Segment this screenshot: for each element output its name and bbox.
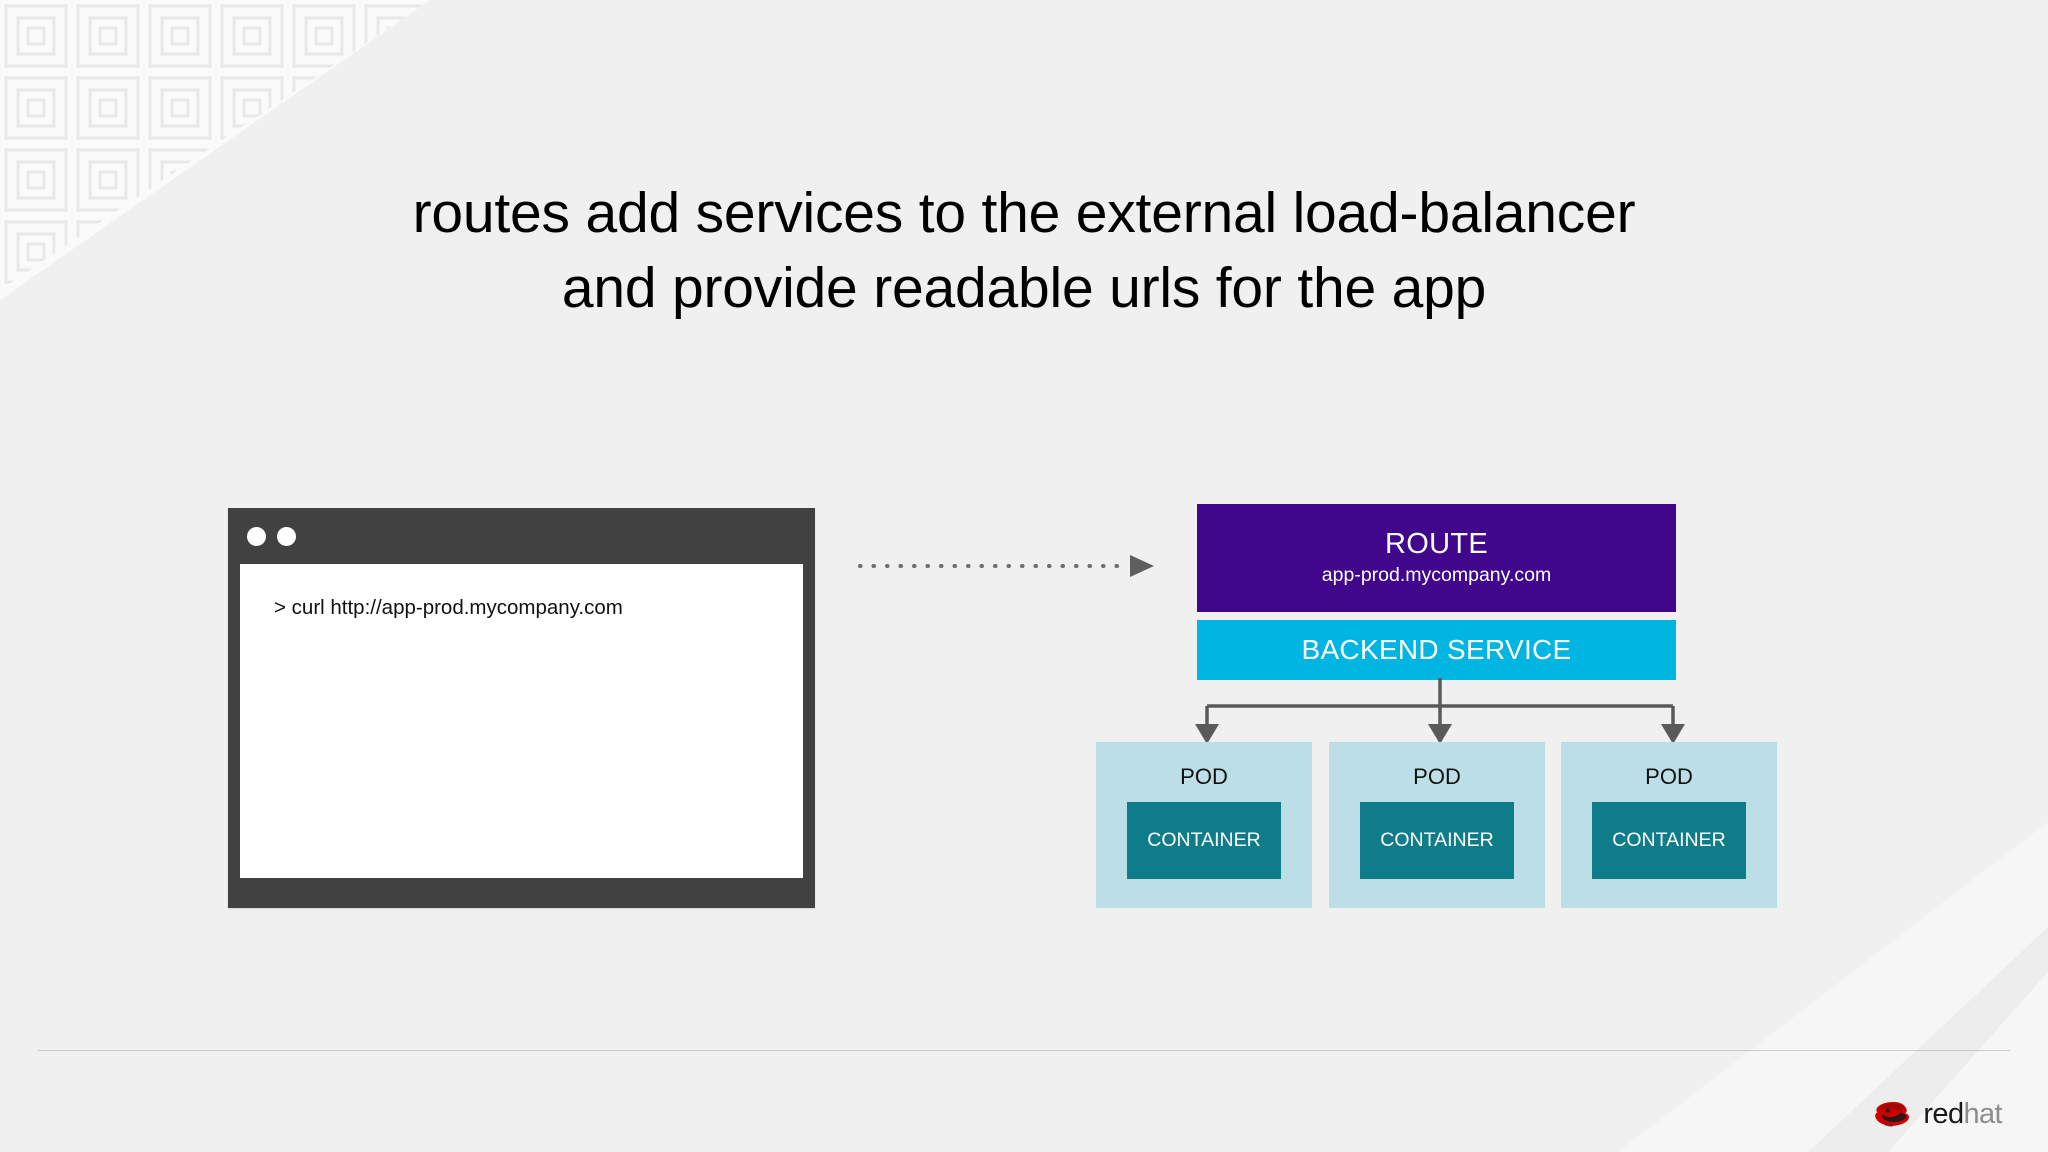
route-hostname: app-prod.mycompany.com <box>1321 564 1552 587</box>
pod-label-3: POD <box>1645 764 1693 789</box>
container-box-1: CONTAINER <box>1127 802 1281 879</box>
redhat-fedora-icon <box>1875 1102 1910 1127</box>
redhat-wordmark: redhat <box>1923 1097 2002 1130</box>
pod-box-3: POD CONTAINER <box>1561 742 1777 908</box>
terminal-screen[interactable]: > curl http://app-prod.mycompany.com <box>240 564 803 878</box>
slide-title-line-2: and provide readable urls for the app <box>561 256 1487 321</box>
pod-box-1: POD CONTAINER <box>1096 742 1312 908</box>
service-to-pods-connector <box>1195 678 1685 744</box>
backend-service-label: BACKEND SERVICE <box>1301 634 1572 665</box>
terminal-command-line: > curl http://app-prod.mycompany.com <box>274 596 623 619</box>
terminal-window: > curl http://app-prod.mycompany.com <box>228 508 815 908</box>
dotted-arrow-connector <box>858 555 1154 577</box>
footer-divider <box>38 1050 2010 1051</box>
container-label-3: CONTAINER <box>1612 829 1726 851</box>
backend-service-box: BACKEND SERVICE <box>1197 620 1676 680</box>
pod-label-2: POD <box>1413 764 1461 789</box>
container-box-3: CONTAINER <box>1592 802 1746 879</box>
redhat-wordmark-red: red <box>1923 1097 1964 1130</box>
container-box-2: CONTAINER <box>1360 802 1514 879</box>
window-dot-icon-2[interactable] <box>277 527 296 546</box>
redhat-logo: redhat <box>1872 1097 2003 1130</box>
window-dot-icon-1[interactable] <box>247 527 266 546</box>
redhat-wordmark-hat: hat <box>1963 1097 2002 1130</box>
container-label-2: CONTAINER <box>1380 829 1494 851</box>
pod-box-2: POD CONTAINER <box>1329 742 1545 908</box>
route-title: ROUTE <box>1385 527 1488 560</box>
route-box: ROUTE app-prod.mycompany.com <box>1197 504 1676 612</box>
slide-title: routes add services to the external load… <box>120 176 1928 326</box>
container-label-1: CONTAINER <box>1147 829 1261 851</box>
pod-label-1: POD <box>1180 764 1228 789</box>
terminal-titlebar <box>228 508 815 564</box>
slide-title-line-1: routes add services to the external load… <box>412 181 1636 246</box>
